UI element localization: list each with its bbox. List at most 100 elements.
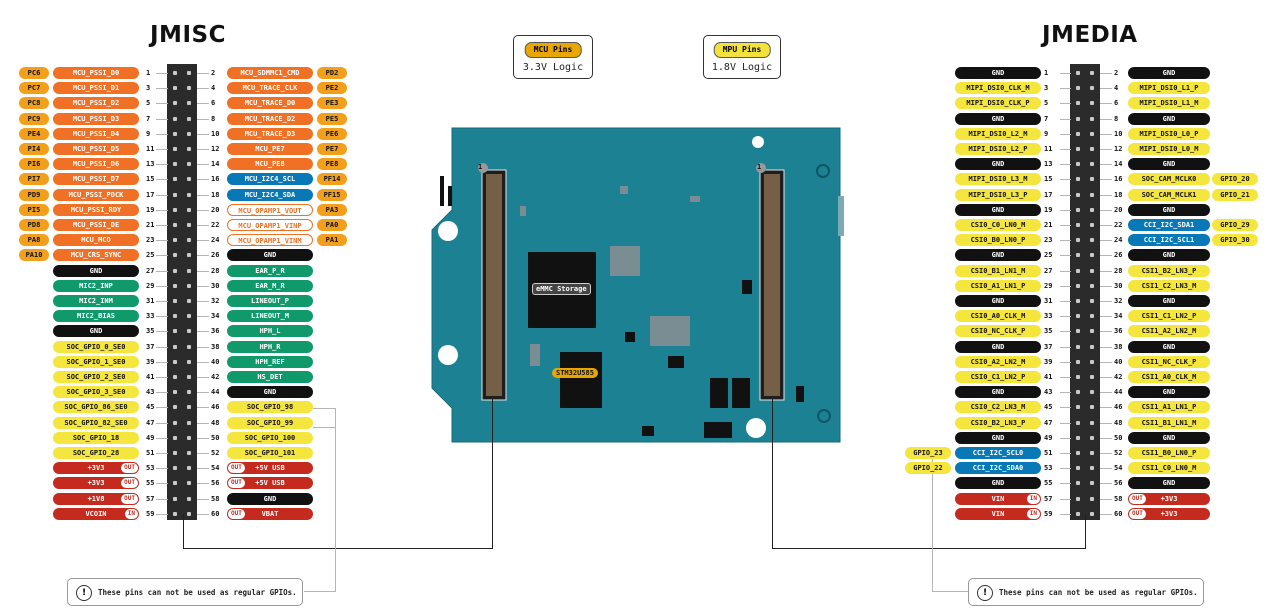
pin-number: 10 (1114, 129, 1123, 138)
pin-number: 57 (146, 494, 155, 503)
header-pin (173, 496, 177, 501)
pin-lead (197, 392, 209, 394)
pin-label-mipi_dsi0_l0_m: MIPI_DSI0_L0_M (1128, 143, 1210, 155)
pin-label-soc_gpio_0_se0: SOC_GPIO_0_SE0 (53, 340, 139, 353)
pin-lead (197, 301, 209, 302)
header-pin (1090, 116, 1094, 121)
header-pin (187, 268, 191, 273)
pin-number: 45 (146, 403, 155, 412)
pin-label-gnd: GND (955, 386, 1041, 399)
pin-number: 28 (1114, 266, 1123, 275)
header-pin (173, 329, 177, 334)
pin-number: 26 (1114, 251, 1123, 260)
header-pin (187, 116, 191, 121)
header-pin (173, 253, 177, 258)
pin-lead (1100, 209, 1112, 211)
pin-lead (1100, 240, 1112, 242)
mcu-pins-tag: MCU Pins (524, 42, 582, 58)
pin-label-+5v usb: +5V USBOUT (227, 477, 313, 490)
pin-lead (1060, 361, 1071, 363)
pin-label-mcu_trace_d0: MCU_TRACE_D0 (227, 97, 313, 110)
header-pin (187, 101, 191, 106)
pin-lead (197, 437, 209, 439)
pin-label-gnd: GND (1128, 112, 1210, 125)
board-svg (431, 127, 844, 443)
header-pin (173, 451, 177, 455)
pin-lead (1060, 285, 1071, 287)
pin-label-hph_r: HPH_R (227, 340, 313, 353)
pin-lead (156, 468, 168, 470)
pin-label-csi0_c1_ln2_p: CSI0_C1_LN2_P (955, 371, 1041, 383)
header-pin (173, 359, 177, 364)
pin-label-mipi_dsi0_l3_p: MIPI_DSI0_L3_P (955, 188, 1041, 201)
pin-label-mcu_i2c4_scl: MCU_I2C4_SCL (227, 173, 313, 186)
pin-number: 15 (1044, 175, 1053, 184)
pin-number: 48 (211, 418, 220, 427)
pin-lead (1060, 407, 1071, 409)
pin-lead (1100, 453, 1112, 454)
pin-label-mcu_pe7: MCU_PE7 (227, 143, 313, 155)
pin-number: 46 (1114, 403, 1123, 412)
pin-label-mcu_opamp1_vinp: MCU_OPAMP1_VINP (227, 219, 313, 231)
pin-label-csi1_b1_ln1_m: CSI1_B1_LN1_M (1128, 416, 1210, 429)
pin-label-mic2_inp: MIC2_INP (53, 279, 139, 292)
pin-number: 2 (1114, 69, 1119, 77)
pin-number: 47 (146, 418, 155, 427)
port-label: PF14 (317, 173, 347, 186)
pin-lead (197, 194, 209, 196)
pin-number: 45 (1044, 403, 1053, 412)
pin-label-mipi_dsi0_l1_p: MIPI_DSI0_L1_P (1128, 82, 1210, 95)
io-direction-tag: OUT (228, 508, 245, 519)
header-pin (1090, 253, 1094, 258)
pin-number: 1 (146, 69, 151, 77)
pin-lead (1100, 392, 1112, 394)
jmedia-connector-line (772, 548, 1086, 549)
pin-lead (156, 301, 168, 302)
header-pin (1090, 207, 1094, 212)
pin-label-gnd: GND (1128, 249, 1210, 262)
pin-lead (156, 453, 168, 454)
pin-lead (197, 88, 209, 90)
gpio-alias-label: GPIO_23 (905, 447, 951, 459)
pin-lead (1100, 513, 1112, 515)
pin-lead (197, 498, 209, 500)
pin-number: 33 (1044, 312, 1053, 321)
pin-label-cci_i2c_sda0: CCI_I2C_SDA0 (955, 462, 1041, 475)
pin-number: 54 (1114, 464, 1123, 473)
header-pin (1076, 101, 1080, 106)
header-pin (187, 238, 191, 243)
header-pin (1090, 101, 1094, 106)
pin-number: 39 (1044, 357, 1053, 366)
pin-lead (197, 133, 209, 135)
pin-number: 28 (211, 266, 220, 275)
jmisc-note-bracket (313, 408, 335, 409)
pin-label-gnd: GND (955, 340, 1041, 353)
pin-lead (1100, 88, 1112, 90)
header-pin (1076, 238, 1080, 243)
pin-label-mcu_pe8: MCU_PE8 (227, 158, 313, 171)
pin-label-csi0_nc_clk_p: CSI0_NC_CLK_P (955, 325, 1041, 338)
header-pin (1090, 131, 1094, 136)
pin-number: 36 (211, 327, 220, 336)
pin-lead (1060, 225, 1071, 226)
pin-lead (197, 240, 209, 242)
pin-label-gnd: GND (1128, 386, 1210, 399)
pin-lead (156, 513, 168, 515)
pin-label-soc_gpio_1_se0: SOC_GPIO_1_SE0 (53, 355, 139, 368)
pin-lead (197, 377, 209, 378)
mcu-chip-label: STM32U585 (552, 368, 598, 378)
pin-number: 30 (211, 281, 220, 290)
pin-lead (156, 225, 168, 226)
pin-lead (156, 194, 168, 196)
header-pin (1090, 223, 1094, 227)
header-pin (173, 162, 177, 167)
header-pin (1076, 268, 1080, 273)
pin-lead (1100, 422, 1112, 424)
pin-number: 51 (146, 449, 155, 457)
port-label: PI6 (19, 158, 49, 171)
pin-number: 52 (1114, 449, 1123, 457)
header-pin (187, 511, 191, 516)
